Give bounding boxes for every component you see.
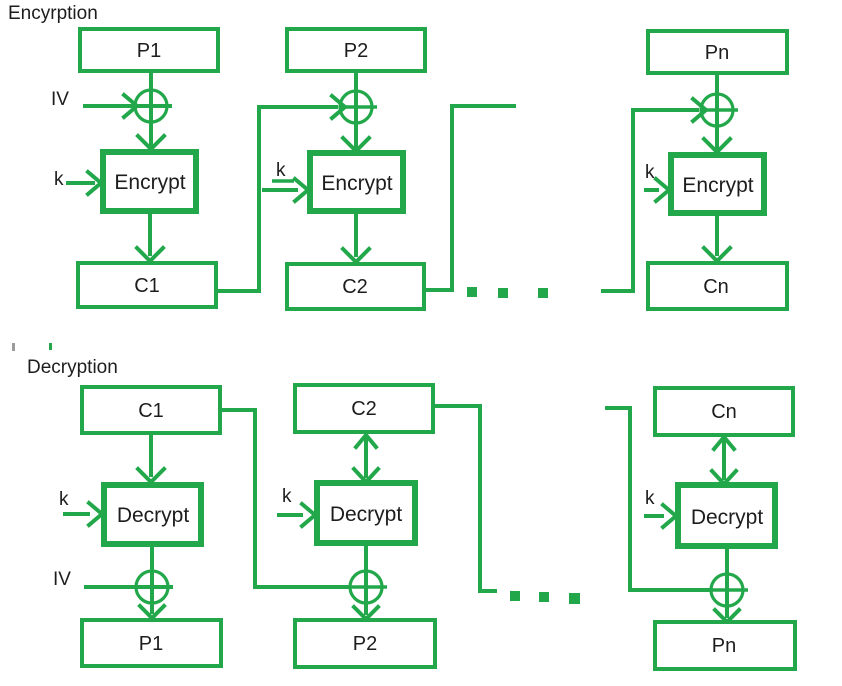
decrypt-box-1 (101, 482, 204, 547)
encrypt-box-n (668, 152, 767, 216)
arrow-right-icon (299, 501, 319, 529)
decryption-column-2: C2 Decrypt k P2 (277, 383, 437, 669)
pn-label: Pn (705, 42, 729, 64)
iv-label-enc: IV (51, 89, 69, 110)
p1-label-dec: P1 (139, 633, 163, 655)
ellipsis-dot (498, 288, 508, 298)
p1-label: P1 (137, 40, 161, 62)
encrypt-label-2: Encrypt (321, 172, 392, 195)
pn-label-dec: Pn (712, 635, 736, 657)
c2-label-dec: C2 (351, 398, 377, 420)
key-label-dec-2: k (282, 486, 292, 507)
arrow-right-icon (660, 502, 680, 530)
xor-icon-enc-1 (133, 88, 169, 124)
c1-label-dec: C1 (138, 400, 164, 422)
feedback-stub-to-xorn-dec (605, 406, 711, 592)
iv-label-dec: IV (53, 569, 71, 590)
stray-mark (12, 343, 15, 351)
cn-label-dec: Cn (711, 401, 737, 423)
key-label-enc-1: k (54, 169, 64, 190)
stray-mark (49, 343, 52, 350)
ellipsis-dots-decryption (510, 591, 580, 604)
cn-label: Cn (703, 276, 729, 298)
decryption-column-n: Cn Decrypt k Pn (644, 386, 797, 671)
cn-box-dec (653, 386, 795, 437)
encryption-column-n: Pn Encrypt k Cn (644, 29, 789, 311)
p2-label-dec: P2 (353, 633, 377, 655)
cn-box (646, 261, 789, 311)
ellipsis-dot (539, 592, 549, 602)
ellipsis-dots-encryption (467, 287, 548, 298)
c1-box (76, 261, 218, 309)
decrypt-label-1: Decrypt (117, 504, 190, 527)
feedback-c1-to-xor2-dec (220, 408, 350, 589)
encrypt-label-n: Encrypt (682, 174, 753, 197)
p2-box (285, 27, 427, 73)
encrypt-label-1: Encrypt (114, 171, 185, 194)
key-label-dec-1: k (59, 489, 69, 510)
key-label-dec-n: k (645, 488, 655, 509)
ellipsis-dot (467, 287, 477, 297)
decrypt-label-2: Decrypt (330, 503, 403, 526)
feedback-c2-stub-dec (433, 404, 497, 593)
ellipsis-dot (569, 593, 580, 604)
key-label-enc-2: k (276, 160, 286, 181)
decryption-section: Decryption C1 Decrypt k IV P1 C2 (12, 343, 797, 671)
p2-box-dec (293, 618, 437, 669)
feedback-c1-to-xor2 (216, 105, 338, 293)
decryption-column-1: C1 Decrypt k IV P1 (53, 385, 223, 668)
decryption-title: Decryption (27, 357, 118, 378)
ellipsis-dot (538, 288, 548, 298)
feedback-stub-to-xorn (601, 108, 699, 293)
p1-box-dec (80, 618, 223, 668)
arrow-right-icon (653, 176, 673, 204)
key-label-enc-n: k (645, 162, 655, 183)
encryption-section: Encyrption P1 IV Encrypt k C1 P (8, 3, 789, 311)
arrow-right-icon (86, 500, 106, 528)
arrow-right-icon (85, 169, 105, 197)
c2-box (285, 262, 426, 311)
c1-label: C1 (134, 275, 160, 297)
c2-box-dec (293, 383, 435, 434)
c2-label: C2 (342, 276, 368, 298)
p2-label: P2 (344, 40, 368, 62)
encryption-title: Encyrption (8, 3, 98, 24)
arrow-right-icon (121, 92, 141, 120)
arrow-right-icon (292, 176, 312, 204)
c1-box-dec (80, 385, 222, 435)
pn-box-dec (653, 620, 797, 671)
encryption-column-1: P1 IV Encrypt k C1 (51, 27, 220, 309)
encryption-column-2: P2 Encrypt k C2 (262, 27, 427, 311)
feedback-c2-stub (424, 104, 516, 292)
decrypt-box-n (675, 482, 778, 549)
xor-icon-dec-1 (134, 569, 170, 605)
ellipsis-dot (510, 591, 520, 601)
decrypt-label-n: Decrypt (691, 506, 764, 529)
